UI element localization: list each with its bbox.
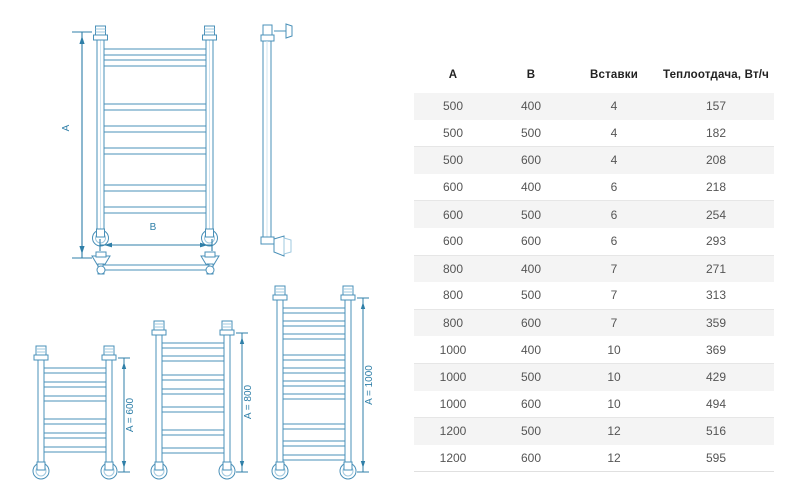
cell-heat: 369: [658, 336, 774, 364]
main-front-elevation: A: [61, 25, 220, 275]
cell-ins: 4: [570, 93, 658, 120]
dimension-line-b: B: [99, 222, 213, 251]
table-header-row: A B Вставки Теплоотдача, Вт/ч: [414, 60, 774, 93]
cell-b: 600: [492, 227, 570, 256]
cell-b: 600: [492, 390, 570, 419]
cell-a: 500: [414, 93, 492, 120]
cell-heat: 182: [658, 119, 774, 148]
cell-heat: 359: [658, 309, 774, 337]
cell-ins: 4: [570, 146, 658, 174]
cell-b: 500: [492, 363, 570, 391]
cell-a: 500: [414, 146, 492, 174]
cell-a: 1000: [414, 336, 492, 364]
cell-heat: 494: [658, 390, 774, 419]
cell-b: 500: [492, 282, 570, 310]
cell-heat: 293: [658, 227, 774, 256]
table-head: A B Вставки Теплоотдача, Вт/ч: [414, 60, 774, 93]
variant-1000-dimension: A = 1000: [357, 297, 375, 473]
column-header-a: A: [414, 60, 492, 93]
cell-a: 1200: [414, 417, 492, 445]
dimension-label-b: B: [150, 222, 157, 233]
cell-ins: 10: [570, 390, 658, 419]
dimension-line-a: A: [61, 31, 92, 259]
cell-a: 1000: [414, 363, 492, 391]
cell-a: 600: [414, 200, 492, 228]
cell-b: 600: [492, 146, 570, 174]
cell-ins: 6: [570, 200, 658, 228]
cell-ins: 12: [570, 444, 658, 473]
cell-b: 400: [492, 255, 570, 283]
cell-a: 600: [414, 227, 492, 256]
side-profile-view: [260, 23, 293, 257]
column-header-b: B: [492, 60, 570, 93]
variant-600: A = 600: [32, 345, 136, 480]
cell-a: 800: [414, 282, 492, 310]
rung-group: [103, 48, 207, 214]
cell-ins: 6: [570, 227, 658, 256]
cell-heat: 218: [658, 173, 774, 202]
cell-heat: 208: [658, 146, 774, 174]
cell-a: 800: [414, 255, 492, 283]
cell-ins: 10: [570, 363, 658, 391]
variant-800-label: A = 800: [243, 384, 254, 419]
dimension-label-a: A: [61, 124, 72, 131]
cell-a: 1000: [414, 390, 492, 419]
cell-heat: 271: [658, 255, 774, 283]
cell-heat: 516: [658, 417, 774, 445]
cell-b: 600: [492, 309, 570, 337]
cell-heat: 313: [658, 282, 774, 310]
variant-600-dimension: A = 600: [118, 357, 136, 473]
cell-a: 600: [414, 173, 492, 202]
column-header-heat-output: Теплоотдача, Вт/ч: [658, 60, 774, 93]
cell-ins: 10: [570, 336, 658, 364]
cell-ins: 6: [570, 173, 658, 202]
column-header-inserts: Вставки: [570, 60, 658, 93]
cell-ins: 7: [570, 255, 658, 283]
cell-a: 800: [414, 309, 492, 337]
cell-heat: 157: [658, 93, 774, 120]
cell-b: 400: [492, 173, 570, 202]
cell-heat: 595: [658, 444, 774, 473]
cell-a: 1200: [414, 444, 492, 473]
cell-a: 500: [414, 119, 492, 148]
cell-b: 500: [492, 417, 570, 445]
variant-1000-label: A = 1000: [364, 365, 375, 405]
bottom-plan-view: [91, 251, 220, 275]
cell-ins: 7: [570, 309, 658, 337]
cell-b: 400: [492, 336, 570, 364]
variant-800: A = 800: [150, 320, 254, 480]
cell-ins: 12: [570, 417, 658, 445]
cell-heat: 254: [658, 200, 774, 228]
variant-600-label: A = 600: [125, 397, 136, 432]
cell-ins: 4: [570, 119, 658, 148]
cell-heat: 429: [658, 363, 774, 391]
cell-b: 500: [492, 119, 570, 148]
cell-ins: 7: [570, 282, 658, 310]
variant-800-dimension: A = 800: [236, 332, 254, 473]
cell-b: 400: [492, 93, 570, 120]
technical-drawings-panel: A: [32, 23, 375, 480]
cell-b: 600: [492, 444, 570, 473]
variant-1000: A = 1000: [271, 285, 375, 480]
cell-b: 500: [492, 200, 570, 228]
